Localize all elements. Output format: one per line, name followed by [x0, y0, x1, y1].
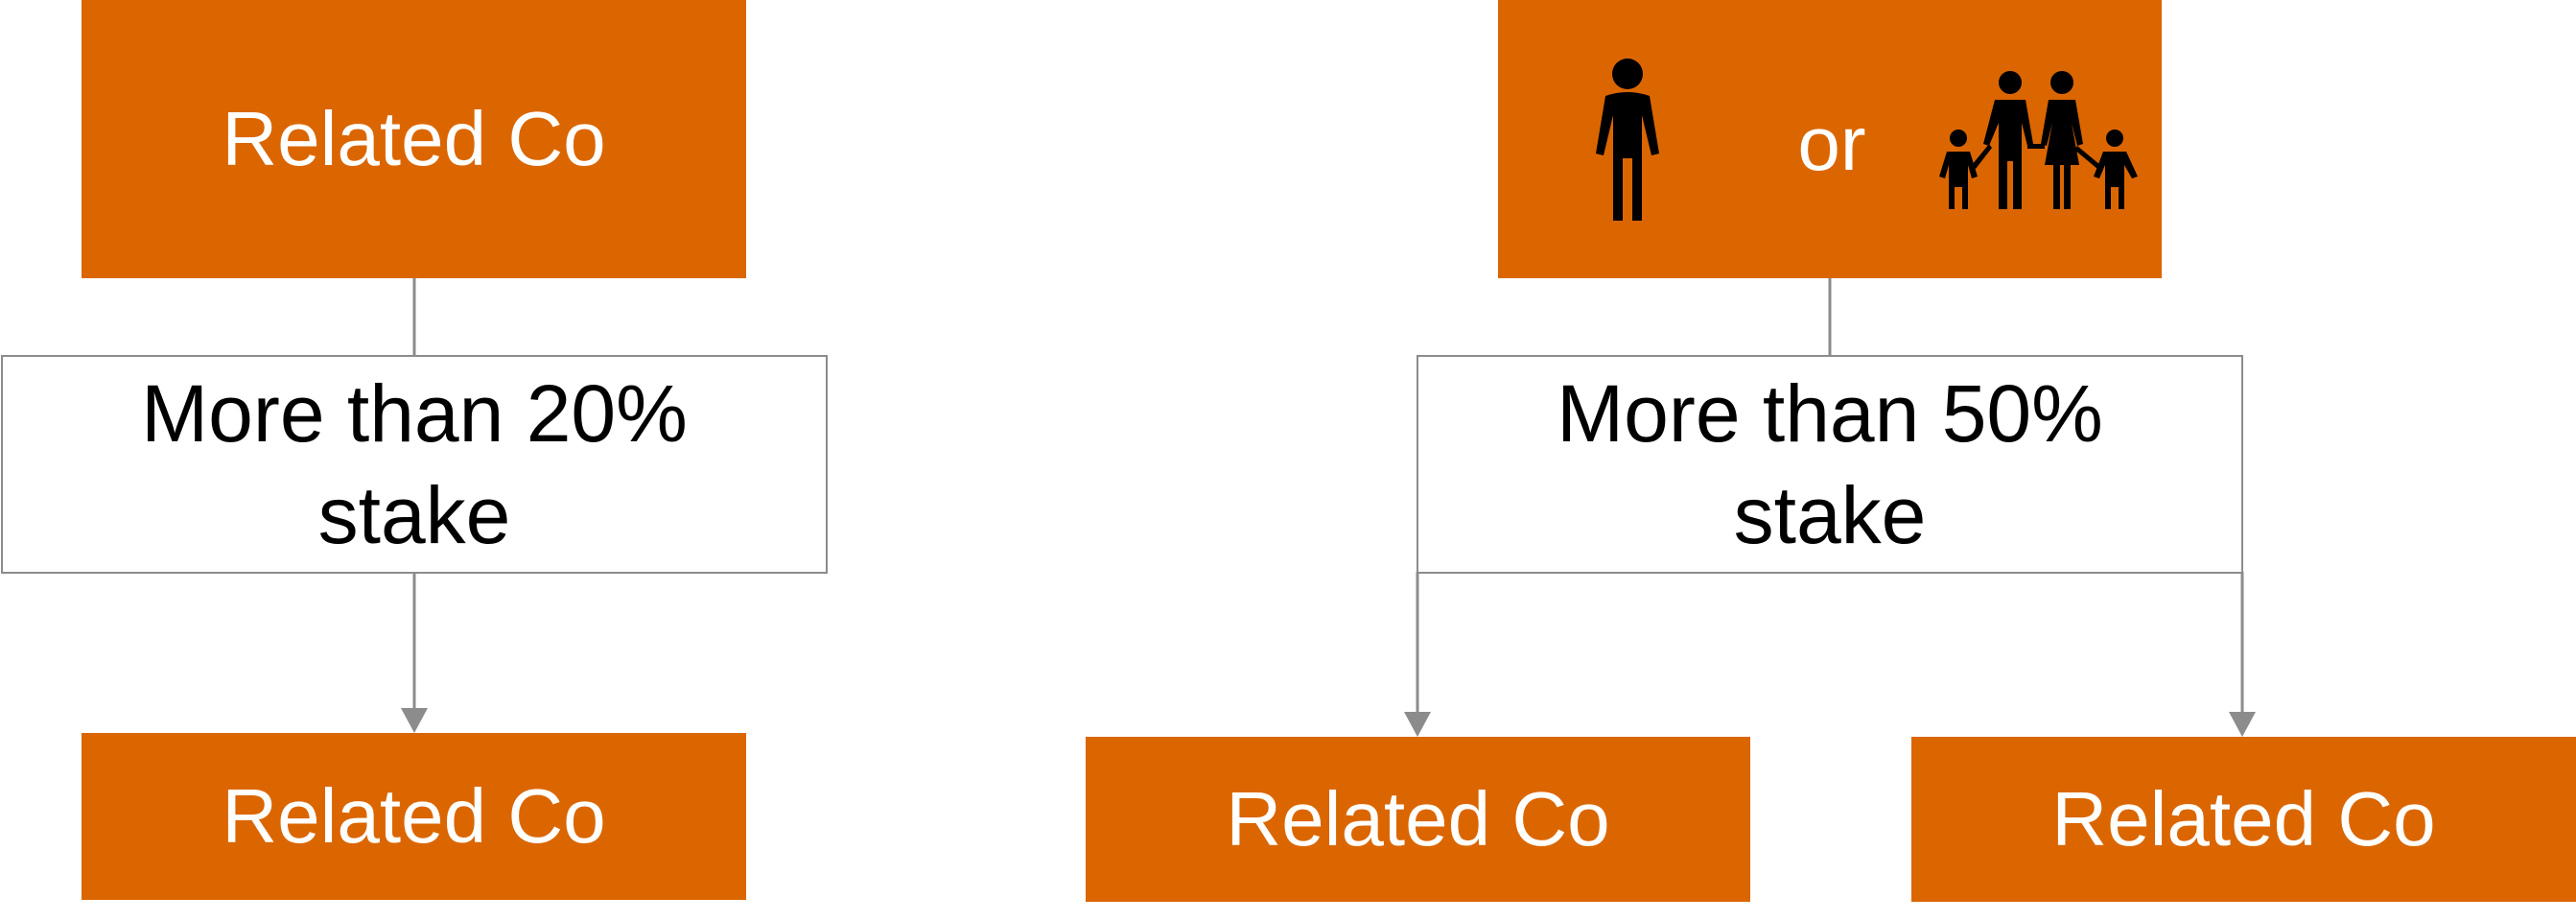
left-ownership-line1: More than 20%	[141, 368, 688, 459]
left-bottom-related-co-label: Related Co	[222, 773, 606, 859]
right-arrowhead-right	[2229, 712, 2256, 737]
left-top-related-co-box: Related Co	[82, 0, 746, 278]
left-top-related-co-label: Related Co	[222, 96, 606, 181]
owner-icons	[1596, 59, 2138, 221]
left-arrowhead	[401, 708, 428, 733]
right-bottom-right-related-co-box: Related Co	[1911, 737, 2576, 902]
left-ownership-line2: stake	[317, 470, 511, 560]
right-bottom-left-related-co-box: Related Co	[1086, 737, 1750, 902]
or-label: or	[1797, 101, 1866, 186]
family-icon	[1939, 71, 2138, 209]
right-arrowhead-left	[1404, 712, 1431, 737]
right-ownership-line2: stake	[1733, 470, 1927, 560]
left-ownership-box: More than 20% stake	[1, 355, 828, 574]
right-bottom-right-related-co-label: Related Co	[2051, 776, 2436, 862]
left-bottom-related-co-box: Related Co	[82, 733, 746, 900]
right-ownership-box: More than 50% stake	[1417, 355, 2243, 574]
right-ownership-line1: More than 50%	[1557, 368, 2103, 459]
person-icon	[1596, 59, 1659, 221]
right-bottom-left-related-co-label: Related Co	[1226, 776, 1610, 862]
